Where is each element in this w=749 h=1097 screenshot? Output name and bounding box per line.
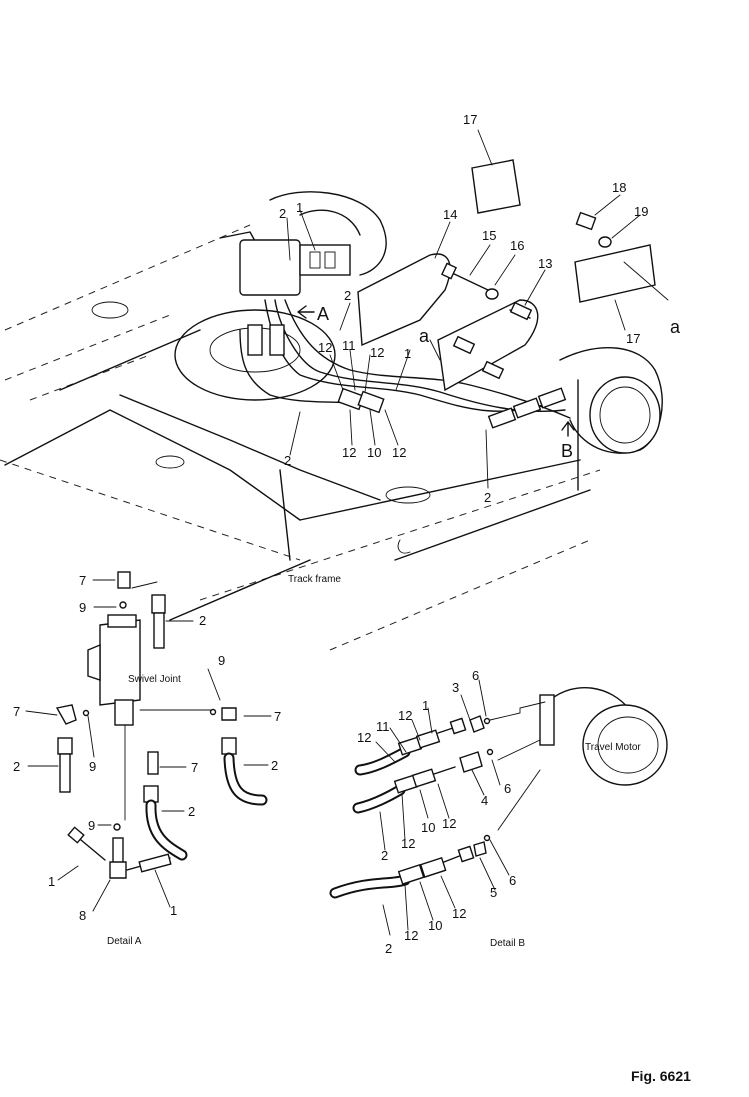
detail-a-callout-8: 8 (79, 908, 86, 923)
travel-motor-label: Travel Motor (585, 742, 641, 753)
callout-2-main-bottom: 2 (284, 453, 291, 468)
callout-2-main-right: 2 (484, 490, 491, 505)
detail-a-callout-9-right: 9 (218, 653, 225, 668)
callout-16: 16 (510, 238, 524, 253)
callout-17-right: 17 (626, 331, 640, 346)
detail-b-callout-6-top: 6 (472, 668, 479, 683)
detail-b-callout-1: 1 (422, 698, 429, 713)
callout-15: 15 (482, 228, 496, 243)
detail-b-callouts: 12 11 12 1 3 6 Travel Motor 6 4 2 12 10 … (357, 668, 641, 956)
swivel-joint-label: Swivel Joint (128, 674, 181, 685)
track-frame-label: Track frame (288, 574, 341, 585)
callout-2-main-mid: 2 (344, 288, 351, 303)
detail-b-callout-12-f: 12 (452, 906, 466, 921)
detail-b-callout-3: 3 (452, 680, 459, 695)
detail-b-drawing (329, 679, 668, 936)
callout-19: 19 (634, 204, 648, 219)
detail-b-callout-11: 11 (376, 719, 390, 734)
view-a-label: A (317, 304, 329, 324)
detail-a-drawing (25, 571, 272, 912)
detail-a-callout-1-left: 1 (48, 874, 55, 889)
detail-a-callout-9-left: 9 (89, 759, 96, 774)
detail-b-callout-6-bottom: 6 (509, 873, 516, 888)
main-view-callouts: 1 2 2 A 17 14 15 16 13 18 19 17 a a 12 1… (279, 112, 681, 585)
detail-a-callout-7-right: 7 (274, 709, 281, 724)
detail-a-callout-7-top: 7 (79, 573, 86, 588)
callout-18: 18 (612, 180, 626, 195)
detail-a-callout-1-right: 1 (170, 903, 177, 918)
detail-b-callout-12-b: 12 (398, 708, 412, 723)
detail-a-callout-2-left: 2 (13, 759, 20, 774)
detail-a-callout-2-top: 2 (199, 613, 206, 628)
callout-17-top: 17 (463, 112, 477, 127)
detail-b-callout-2-mid: 2 (381, 848, 388, 863)
figure-number: Fig. 6621 (631, 1068, 691, 1084)
detail-b-callout-4: 4 (481, 793, 488, 808)
detail-a-callout-2-right: 2 (271, 758, 278, 773)
ref-a-right: a (670, 317, 681, 337)
detail-a-callouts: 7 9 2 9 Swivel Joint 7 7 9 2 2 7 2 9 1 8… (13, 573, 281, 947)
callout-12-main-d: 12 (392, 445, 406, 460)
detail-b-callout-6-mid: 6 (504, 781, 511, 796)
detail-a-callout-7-lower: 7 (191, 760, 198, 775)
detail-b-callout-10-bottom: 10 (428, 918, 442, 933)
detail-b-callout-2-bottom: 2 (385, 941, 392, 956)
detail-b-callout-12-d: 12 (442, 816, 456, 831)
detail-b-callout-10-mid: 10 (421, 820, 435, 835)
callout-12-main-a: 12 (318, 340, 332, 355)
callout-11-main: 11 (342, 338, 356, 353)
detail-b-caption: Detail B (490, 938, 525, 949)
callout-1-main: 1 (296, 200, 303, 215)
detail-b-callout-12-a: 12 (357, 730, 371, 745)
view-b-label: B (561, 441, 573, 461)
detail-a-callout-7-left: 7 (13, 704, 20, 719)
callout-14: 14 (443, 207, 457, 222)
ref-a-main: a (419, 326, 430, 346)
detail-a-callout-9-top: 9 (79, 600, 86, 615)
callout-13: 13 (538, 256, 552, 271)
callout-2-main-top: 2 (279, 206, 286, 221)
callout-12-main-c: 12 (342, 445, 356, 460)
detail-a-caption: Detail A (107, 936, 142, 947)
detail-a-callout-2-lower: 2 (188, 804, 195, 819)
main-assembly-view (0, 129, 669, 651)
detail-a-callout-9-bottom: 9 (88, 818, 95, 833)
callout-1-main-right: 1 (404, 346, 411, 361)
detail-b-callout-12-c: 12 (401, 836, 415, 851)
detail-b-callout-5: 5 (490, 885, 497, 900)
detail-b-callout-12-e: 12 (404, 928, 418, 943)
callout-12-main-b: 12 (370, 345, 384, 360)
callout-10-main: 10 (367, 445, 381, 460)
